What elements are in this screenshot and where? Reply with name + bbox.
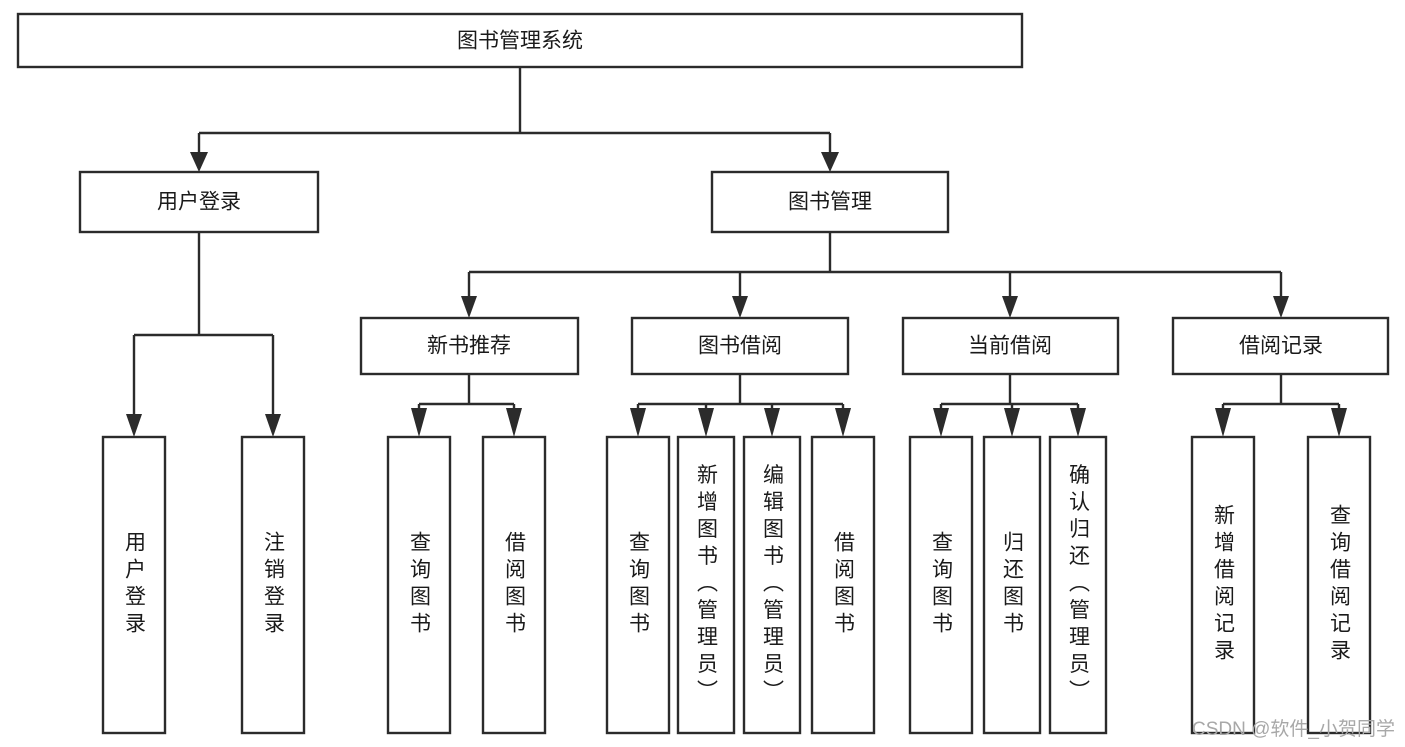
node-leaf-return-book[interactable]: 归还图书 bbox=[982, 435, 1042, 735]
node-book-borrow-box[interactable] bbox=[630, 316, 850, 376]
arrow-head-book-management bbox=[821, 152, 839, 172]
node-leaf-query-book-1[interactable]: 查询图书 bbox=[386, 435, 452, 735]
arrow-head-leaf-query-book-3 bbox=[933, 408, 949, 437]
node-book-borrow-label: 图书借阅 bbox=[698, 335, 782, 358]
arrow-head-leaf-borrow-book-2 bbox=[835, 408, 851, 437]
node-root-label: 图书管理系统 bbox=[457, 30, 583, 53]
node-leaf-query-borrow-record[interactable]: 查询借阅记录 bbox=[1306, 435, 1372, 735]
node-leaf-query-book-3[interactable]: 查询图书 bbox=[908, 435, 974, 735]
node-leaf-borrow-book-2-box[interactable] bbox=[810, 435, 876, 735]
node-leaf-query-borrow-record-box[interactable] bbox=[1306, 435, 1372, 735]
node-leaf-confirm-return-admin[interactable]: 确认归还（管理员） bbox=[1048, 435, 1108, 735]
node-current-borrow-box[interactable] bbox=[901, 316, 1120, 376]
arrow-head-new-book-recommend bbox=[461, 296, 477, 318]
node-borrow-record[interactable]: 借阅记录 bbox=[1171, 316, 1390, 376]
node-leaf-edit-book-admin[interactable]: 编辑图书（管理员） bbox=[742, 435, 802, 735]
node-leaf-query-book-3-box[interactable] bbox=[908, 435, 974, 735]
node-leaf-user-login-label: 用户登录 bbox=[123, 531, 147, 639]
arrow-head-user-login bbox=[190, 152, 208, 172]
node-leaf-query-book-2-box[interactable] bbox=[605, 435, 671, 735]
node-leaf-query-book-2[interactable]: 查询图书 bbox=[605, 435, 671, 735]
node-leaf-borrow-book-2-label: 借阅图书 bbox=[832, 531, 856, 639]
arrow-head-leaf-borrow-book-1 bbox=[506, 408, 522, 437]
node-leaf-logout-box[interactable] bbox=[240, 435, 306, 735]
node-leaf-confirm-return-admin-label: 确认归还（管理员） bbox=[1067, 464, 1091, 707]
node-book-management-box[interactable] bbox=[710, 170, 950, 234]
node-leaf-query-book-1-box[interactable] bbox=[386, 435, 452, 735]
arrow-head-current-borrow bbox=[1002, 296, 1018, 318]
node-leaf-edit-book-admin-box[interactable] bbox=[742, 435, 802, 735]
arrow-head-leaf-query-book-2 bbox=[630, 408, 646, 437]
node-leaf-add-book-admin-label: 新增图书（管理员） bbox=[695, 464, 719, 707]
node-leaf-borrow-book-1-label: 借阅图书 bbox=[503, 531, 527, 639]
node-user-login-label: 用户登录 bbox=[157, 191, 241, 214]
node-leaf-add-borrow-record-label: 新增借阅记录 bbox=[1212, 504, 1236, 666]
node-leaf-edit-book-admin-label: 编辑图书（管理员） bbox=[761, 464, 785, 707]
arrow-head-leaf-add-borrow-record bbox=[1215, 408, 1231, 437]
node-new-book-recommend[interactable]: 新书推荐 bbox=[359, 316, 580, 376]
connector-layer bbox=[126, 67, 1347, 437]
node-leaf-return-book-label: 归还图书 bbox=[1001, 531, 1025, 639]
node-book-borrow[interactable]: 图书借阅 bbox=[630, 316, 850, 376]
arrow-head-leaf-add-book-admin bbox=[698, 408, 714, 437]
arrow-head-leaf-confirm-return-admin bbox=[1070, 408, 1086, 437]
node-leaf-borrow-book-2[interactable]: 借阅图书 bbox=[810, 435, 876, 735]
node-leaf-logout[interactable]: 注销登录 bbox=[240, 435, 306, 735]
node-leaf-add-borrow-record-box[interactable] bbox=[1190, 435, 1256, 735]
arrow-head-leaf-user-login bbox=[126, 414, 142, 437]
node-leaf-query-borrow-record-label: 查询借阅记录 bbox=[1328, 504, 1352, 666]
arrow-head-leaf-edit-book-admin bbox=[764, 408, 780, 437]
arrow-head-borrow-record bbox=[1273, 296, 1289, 318]
node-leaf-query-book-3-label: 查询图书 bbox=[930, 531, 954, 639]
node-book-management[interactable]: 图书管理 bbox=[710, 170, 950, 234]
node-borrow-record-box[interactable] bbox=[1171, 316, 1390, 376]
node-root[interactable]: 图书管理系统 bbox=[16, 12, 1024, 69]
node-new-book-recommend-label: 新书推荐 bbox=[427, 335, 511, 358]
node-user-login[interactable]: 用户登录 bbox=[78, 170, 320, 234]
node-new-book-recommend-box[interactable] bbox=[359, 316, 580, 376]
arrow-head-leaf-logout bbox=[265, 414, 281, 437]
arrow-head-leaf-query-book-1 bbox=[411, 408, 427, 437]
node-user-login-box[interactable] bbox=[78, 170, 320, 234]
node-leaf-add-borrow-record[interactable]: 新增借阅记录 bbox=[1190, 435, 1256, 735]
node-borrow-record-label: 借阅记录 bbox=[1239, 335, 1323, 358]
arrow-head-leaf-return-book bbox=[1004, 408, 1020, 437]
node-current-borrow-label: 当前借阅 bbox=[968, 335, 1052, 358]
node-current-borrow[interactable]: 当前借阅 bbox=[901, 316, 1120, 376]
node-leaf-query-book-2-label: 查询图书 bbox=[627, 531, 651, 639]
arrow-head-book-borrow bbox=[732, 296, 748, 318]
node-leaf-borrow-book-1[interactable]: 借阅图书 bbox=[481, 435, 547, 735]
node-leaf-user-login[interactable]: 用户登录 bbox=[101, 435, 167, 735]
node-leaf-query-book-1-label: 查询图书 bbox=[408, 531, 432, 639]
node-leaf-confirm-return-admin-box[interactable] bbox=[1048, 435, 1108, 735]
node-leaf-logout-label: 注销登录 bbox=[262, 531, 286, 639]
node-leaf-return-book-box[interactable] bbox=[982, 435, 1042, 735]
node-leaf-add-book-admin-box[interactable] bbox=[676, 435, 736, 735]
node-leaf-user-login-box[interactable] bbox=[101, 435, 167, 735]
node-book-management-label: 图书管理 bbox=[788, 191, 872, 214]
node-leaf-borrow-book-1-box[interactable] bbox=[481, 435, 547, 735]
node-root-box[interactable] bbox=[16, 12, 1024, 69]
arrow-head-leaf-query-borrow-record bbox=[1331, 408, 1347, 437]
node-leaf-add-book-admin[interactable]: 新增图书（管理员） bbox=[676, 435, 736, 735]
